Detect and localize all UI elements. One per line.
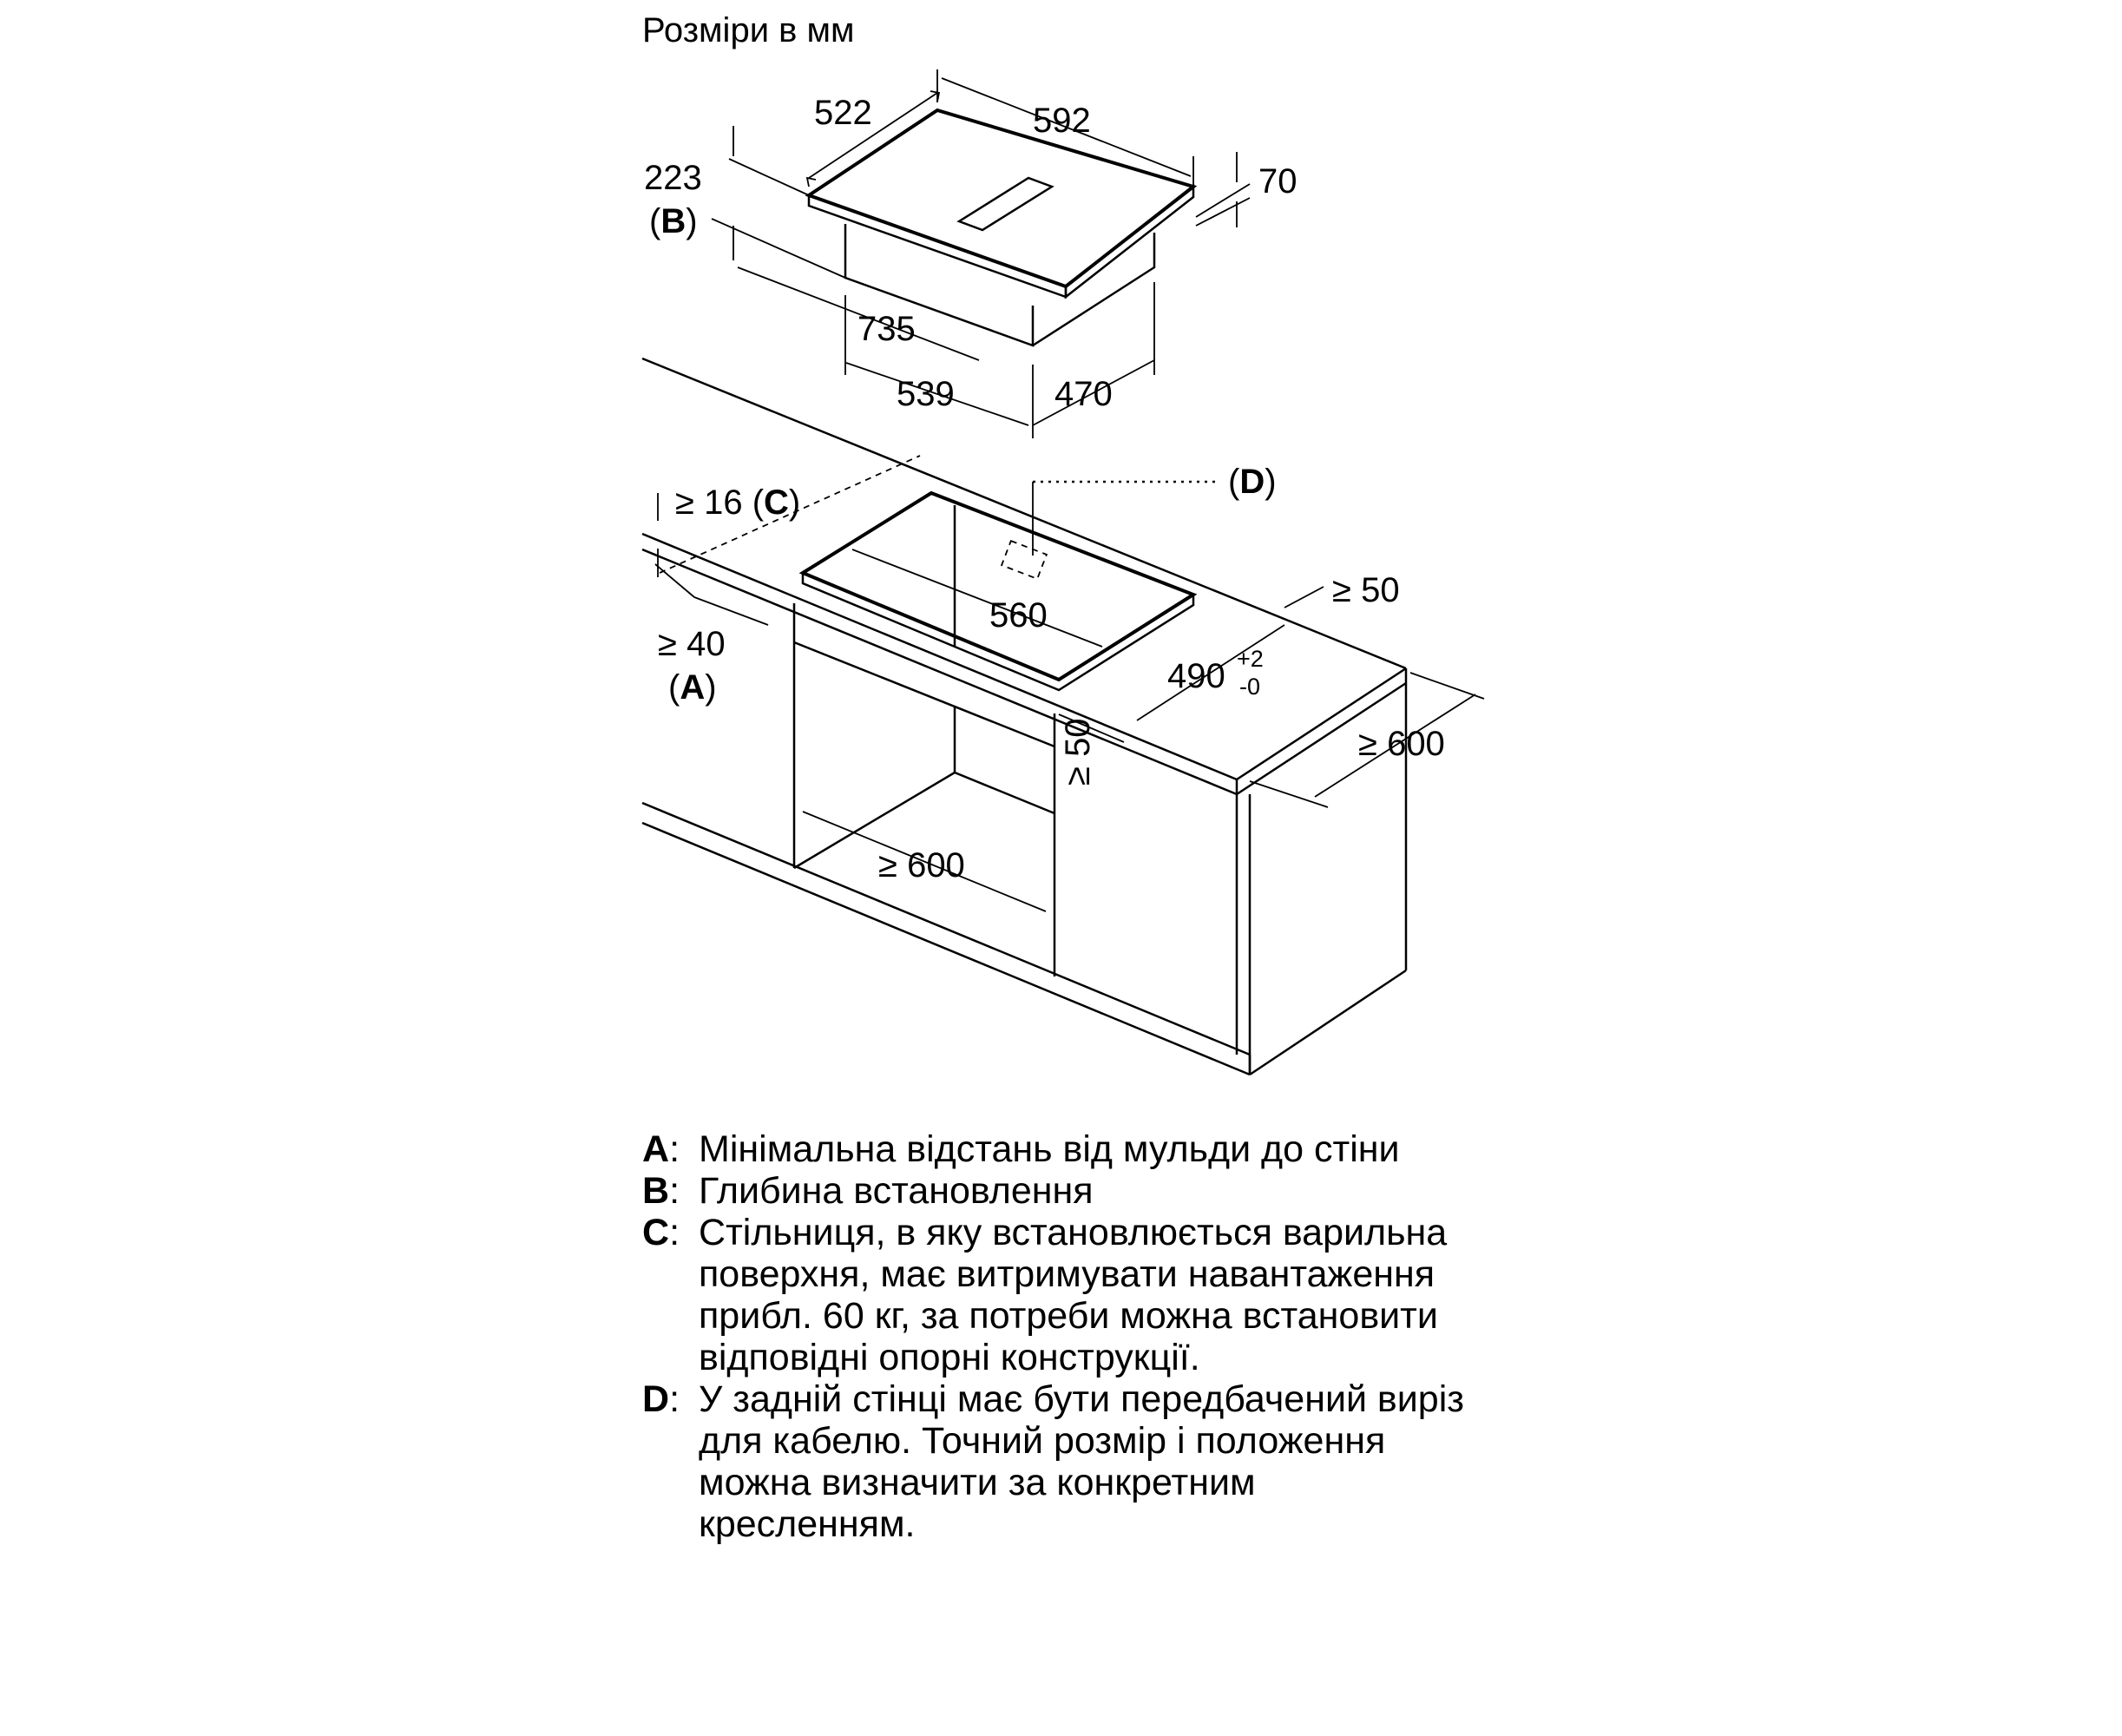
legend-text: Мінімальна відстань від мульди до стіни bbox=[699, 1128, 1400, 1170]
dim-body-width-2: 539 bbox=[897, 375, 955, 413]
worktop-cutout bbox=[798, 490, 1198, 682]
worktop-ref-open: ( bbox=[752, 483, 765, 522]
legend-key: C bbox=[642, 1212, 670, 1253]
hob-side-edge bbox=[1064, 184, 1195, 299]
legend-key: A bbox=[642, 1128, 670, 1170]
legend-item-d: D : У задній стінці має бути передбачени… bbox=[642, 1378, 1944, 1545]
appliance: 522 592 70 223 (B) 735 539 470 bbox=[644, 69, 1298, 438]
cable-cutout bbox=[1000, 539, 1048, 581]
cable-ref-key: D bbox=[1239, 463, 1265, 501]
dim-wall-distance: ≥ 40 bbox=[658, 625, 726, 663]
legend-item-b: B : Глибина встановлення bbox=[642, 1170, 1944, 1212]
legend: A : Мінімальна відстань від мульди до ст… bbox=[642, 1128, 1944, 1545]
downdraft-vent bbox=[956, 176, 1054, 232]
dim-appliance-depth: 522 bbox=[814, 94, 872, 132]
legend-separator: : bbox=[669, 1212, 680, 1253]
worktop-ref-key: C bbox=[764, 483, 789, 522]
dim-appliance-width: 592 bbox=[1033, 102, 1091, 140]
legend-text: У задній стінці має бути передбачений ви… bbox=[699, 1378, 1464, 1545]
legend-separator: : bbox=[669, 1170, 680, 1212]
svg-text:(D): (D) bbox=[1228, 463, 1277, 501]
svg-text:≥ 16 (C): ≥ 16 (C) bbox=[675, 483, 800, 522]
cable-ref-close: ) bbox=[1265, 463, 1276, 501]
dim-cabinet-depth: ≥ 600 bbox=[1358, 725, 1445, 763]
dim-body-depth: 470 bbox=[1054, 375, 1113, 413]
drawing-title: Розміри в мм bbox=[642, 11, 855, 49]
dim-worktop-thickness: ≥ 16 bbox=[675, 483, 743, 522]
dim-side-edge: ≥ 50 bbox=[1332, 571, 1400, 609]
wall-ref-key: A bbox=[680, 668, 705, 707]
svg-text:(B): (B) bbox=[649, 202, 698, 240]
install-depth-ref-open: ( bbox=[649, 202, 661, 240]
dim-cabinet-width: ≥ 600 bbox=[878, 846, 965, 884]
cutout-tol-minus: -0 bbox=[1239, 674, 1260, 700]
dim-body-width: 735 bbox=[857, 310, 916, 348]
hob-top-surface bbox=[805, 108, 1198, 289]
dim-install-depth: 223 bbox=[644, 159, 702, 197]
cable-ref-open: ( bbox=[1228, 463, 1240, 501]
hob-body-side bbox=[1032, 233, 1156, 347]
dim-appliance-thickness: 70 bbox=[1258, 162, 1298, 201]
dim-cutout-depth: 490 bbox=[1167, 657, 1225, 695]
wall-ref-close: ) bbox=[705, 668, 716, 707]
wall-ref-open: ( bbox=[668, 668, 680, 707]
legend-text: Стільниця, в яку встановлюється варильна… bbox=[699, 1212, 1448, 1378]
cutout-tol-plus: +2 bbox=[1237, 646, 1264, 672]
dim-cutout-width: 560 bbox=[989, 596, 1048, 635]
worktop-cabinet: (D) ≥ 16 (C) ≥ 40 (A) 5 bbox=[641, 357, 1485, 1076]
legend-key: B bbox=[642, 1170, 670, 1212]
legend-key: D bbox=[642, 1378, 670, 1420]
legend-item-a: A : Мінімальна відстань від мульди до ст… bbox=[642, 1128, 1944, 1170]
hob-body-front bbox=[844, 224, 1035, 347]
legend-text: Глибина встановлення bbox=[699, 1170, 1094, 1212]
install-depth-ref-key: B bbox=[660, 202, 686, 240]
legend-item-c: C : Стільниця, в яку встановлюється вари… bbox=[642, 1212, 1944, 1378]
worktop-ref-close: ) bbox=[789, 483, 800, 522]
svg-text:(A): (A) bbox=[668, 668, 717, 707]
dim-front-edge: ≥ 50 bbox=[1059, 718, 1097, 786]
install-depth-ref-close: ) bbox=[686, 202, 697, 240]
legend-separator: : bbox=[669, 1128, 680, 1170]
legend-separator: : bbox=[669, 1378, 680, 1420]
